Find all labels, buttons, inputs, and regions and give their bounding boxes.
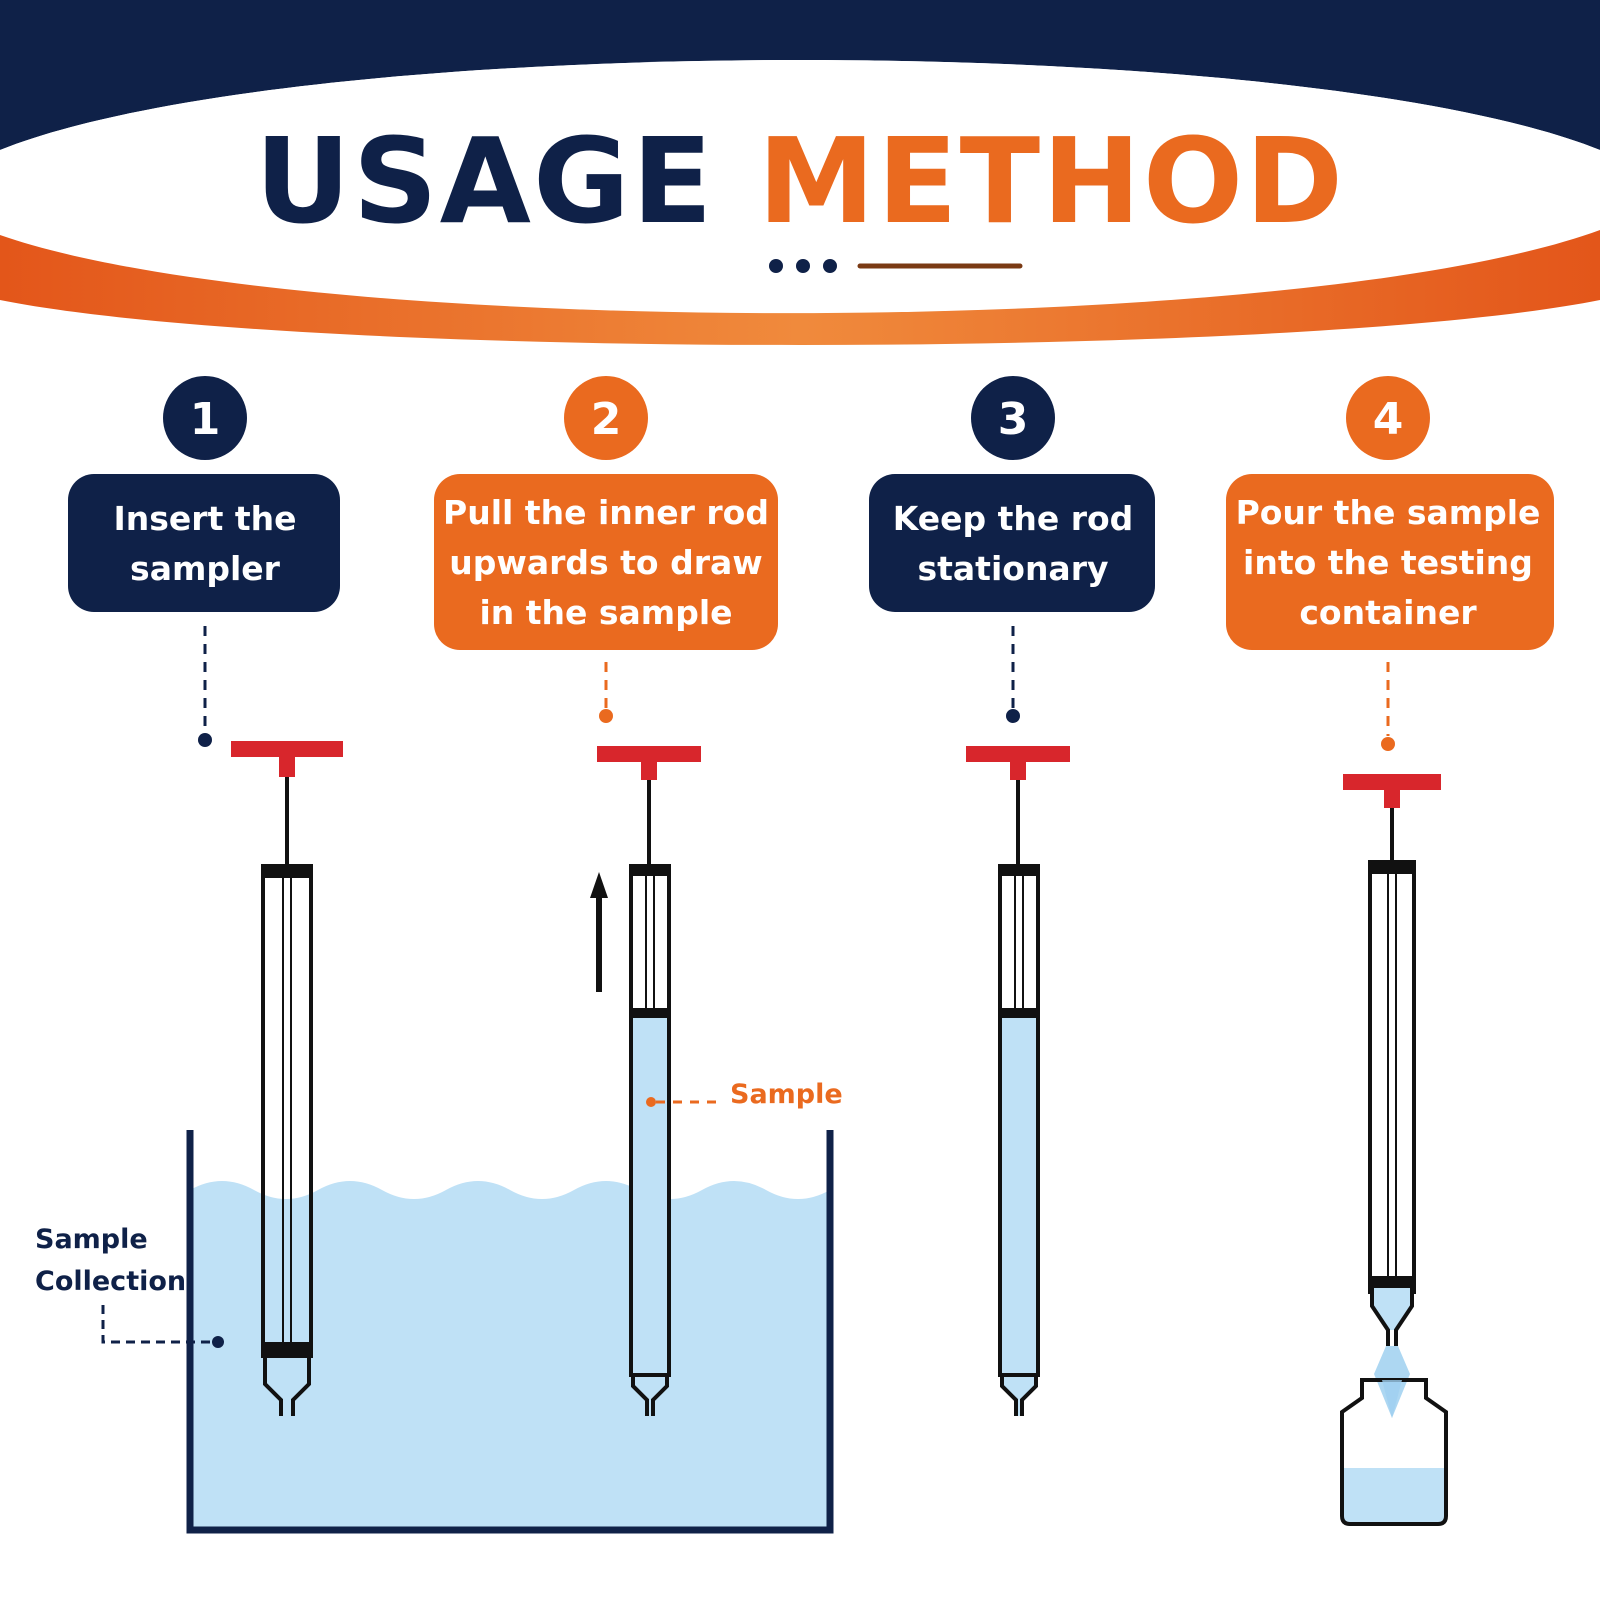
- step-label-line: Pour the sample: [1236, 493, 1541, 532]
- step-number: 2: [591, 394, 622, 445]
- header-orange-wave: [0, 220, 1600, 345]
- step-label-line: container: [1299, 593, 1477, 632]
- step-number: 3: [998, 394, 1029, 445]
- step-label-box: [68, 474, 340, 612]
- step-label-box: [434, 474, 778, 650]
- step-label-line: upwards to draw: [449, 543, 762, 582]
- testing-bottle-icon: [1340, 1378, 1448, 1526]
- title-part-usage: USAGE: [255, 112, 715, 250]
- step-label-box: [869, 474, 1155, 612]
- step-number-badge: 4: [1346, 376, 1430, 460]
- step-number-badge: 3: [971, 376, 1055, 460]
- water-tank-icon: [186, 1130, 834, 1534]
- step-label-box: [1226, 474, 1554, 650]
- step-number: 1: [190, 394, 221, 445]
- header-white-fill: [0, 60, 1600, 314]
- step-connector-dot: [1381, 737, 1395, 751]
- step-connector-dot: [599, 709, 613, 723]
- step-label-line: Insert the: [114, 499, 297, 538]
- sampler-icon: [966, 746, 1070, 1416]
- step-number: 4: [1373, 394, 1404, 445]
- step-label-line: Pull the inner rod: [443, 493, 769, 532]
- sampler-icon: [1343, 774, 1441, 1418]
- step-label-line: sampler: [130, 549, 281, 588]
- tank-walls: [186, 1130, 834, 1534]
- step-connector-dot: [1006, 709, 1020, 723]
- step-number-badge: 1: [163, 376, 247, 460]
- sampler-icon: [231, 741, 343, 1416]
- callout-sample-collection: Sample Collection: [35, 1224, 224, 1348]
- arrow-up-icon: [590, 872, 608, 992]
- title-part-method: METHOD: [758, 112, 1346, 250]
- step-label-line: stationary: [918, 549, 1109, 588]
- header-banner: USAGE METHOD: [0, 0, 1600, 345]
- step-connector-dot: [198, 733, 212, 747]
- sampler-icon: [597, 746, 701, 1416]
- callout-sample: Sample: [646, 1079, 843, 1110]
- step-label-line: in the sample: [479, 593, 732, 632]
- callout-sample-collection-line-1: Sample: [35, 1224, 148, 1255]
- step-label-line: Keep the rod: [893, 499, 1134, 538]
- title-divider: [582, 259, 1023, 273]
- step-label-line: into the testing: [1243, 543, 1533, 582]
- page-title: USAGE METHOD: [255, 112, 1345, 250]
- step-number-badge: 2: [564, 376, 648, 460]
- callout-sample-label: Sample: [730, 1079, 843, 1110]
- header-navy-band: [0, 0, 1600, 150]
- callout-sample-collection-line-2: Collection: [35, 1266, 186, 1297]
